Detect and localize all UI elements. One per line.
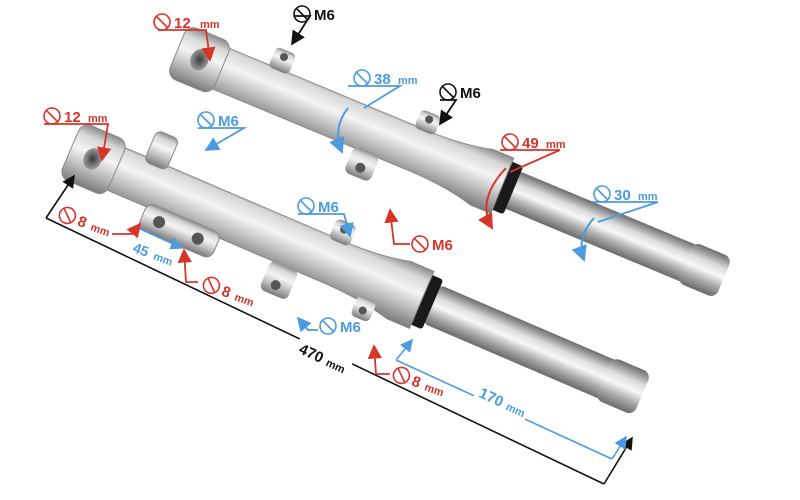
label-value: 45 (131, 239, 151, 259)
leader-top-mid-bolt (439, 99, 458, 126)
label-unit: mm (89, 221, 112, 239)
label-unit: mm (88, 113, 108, 125)
top-dust-seal (489, 161, 523, 214)
leader-top-hole (384, 208, 410, 245)
label-value: M6 (314, 7, 335, 24)
label-value: 8 (75, 213, 89, 232)
label-unit: mm (546, 139, 566, 151)
label-top-stanchion: 30 mm (593, 185, 658, 204)
bottom-upper-boss (145, 131, 178, 170)
hole-spacing-dimension (137, 227, 184, 250)
label-unit: mm (638, 191, 658, 203)
top-fork-leg (169, 27, 730, 296)
bottom-stanchion-tube (424, 286, 647, 412)
bottom-stanchion-end (597, 359, 649, 414)
label-value: M6 (432, 237, 453, 254)
label-unit: mm (200, 19, 220, 31)
label-top-axle: 12 mm (153, 13, 220, 32)
label-stanchion-length: 170 mm (472, 379, 533, 424)
diameter-icon (43, 107, 61, 125)
leader-top-axle (158, 29, 216, 62)
diameter-icon (153, 13, 171, 31)
label-value: 8 (219, 283, 233, 302)
leader-bottom-lug-bolt (296, 316, 318, 333)
diameter-icon (197, 111, 215, 129)
label-top-mid-bolt: M6 (439, 83, 481, 102)
bottom-fork-leg (61, 124, 649, 414)
label-value: 49 (522, 135, 539, 152)
leader-top-stanchion (592, 201, 659, 223)
diameter-icon (353, 69, 371, 87)
label-value: 12 (64, 109, 81, 126)
label-value: 8 (409, 373, 423, 392)
diameter-icon (293, 5, 311, 23)
label-unit: mm (233, 291, 256, 309)
tube-49-arc (478, 167, 507, 230)
leader-bottom-boss (198, 127, 248, 151)
leader-bottom-hole-a (112, 222, 142, 239)
label-unit: mm (152, 251, 175, 269)
label-unit: mm (398, 75, 418, 87)
label-overall-length: 470 mm (292, 335, 355, 380)
top-stanchion-end (679, 243, 730, 296)
leader-bottom-hole-b (177, 248, 198, 283)
diameter-icon (501, 133, 519, 151)
top-stanchion-tube (503, 172, 728, 294)
diameter-icon (392, 366, 411, 385)
diameter-icon (411, 235, 429, 253)
diameter-icon (202, 276, 221, 295)
leader-bottom-mid-bolt (298, 213, 354, 238)
label-bottom-lug-bolt: M6 (319, 317, 361, 336)
diameter-icon (58, 206, 77, 225)
label-bottom-hole-a: 8 mm (58, 206, 112, 240)
label-bottom-axle: 12 mm (43, 107, 108, 126)
label-value: M6 (460, 85, 481, 102)
leader-bottom-axle (44, 123, 112, 162)
bottom-dust-seal (408, 274, 443, 329)
label-top-tube: 38 mm (353, 69, 418, 88)
diameter-icon (439, 83, 457, 101)
diameter-icon (319, 317, 337, 335)
label-value: 38 (374, 71, 391, 88)
label-bottom-mid-bolt: M6 (297, 197, 339, 216)
label-top-hole: M6 (411, 235, 453, 254)
label-bottom-boss: M6 (197, 111, 239, 130)
leader-top-wide (500, 149, 561, 173)
diameter-icon (593, 185, 611, 203)
label-value: M6 (318, 199, 339, 216)
label-value: 30 (614, 187, 631, 204)
label-value: M6 (218, 113, 239, 130)
label-value: M6 (340, 319, 361, 336)
label-value: 12 (174, 15, 191, 32)
bottom-lower-lug (260, 261, 298, 299)
label-bottom-spacing: 45 mm (131, 239, 175, 269)
leader-bottom-hole-c (367, 344, 390, 375)
label-unit: mm (423, 381, 446, 399)
label-top-bolt: M6 (293, 5, 335, 24)
diameter-icon (297, 197, 315, 215)
tube-38-arc (329, 107, 349, 154)
label-top-wide: 49 mm (501, 133, 566, 152)
tube-30-arc (571, 217, 595, 262)
